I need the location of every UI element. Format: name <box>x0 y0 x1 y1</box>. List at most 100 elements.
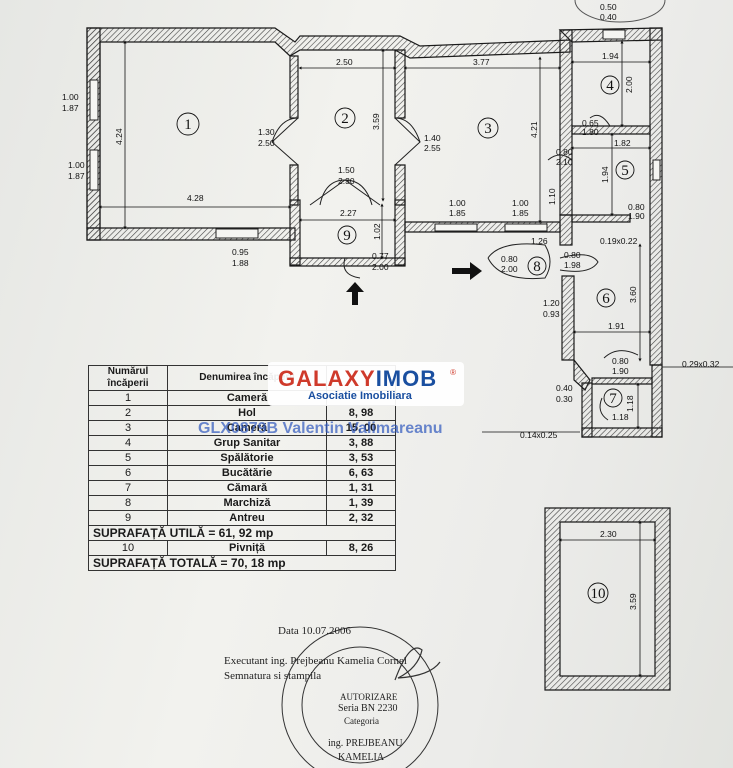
dim-text: 2.55 <box>424 143 441 153</box>
dim-text: 2.00 <box>501 264 518 274</box>
dim-text: 3.77 <box>473 57 490 67</box>
dim-text: 1.00 <box>512 198 529 208</box>
dim-text: 1.10 <box>547 188 557 205</box>
dim-text: 1.91 <box>608 321 625 331</box>
dim-text: 1.00 <box>62 92 79 102</box>
galaxyimob-logo: GALAXYIMOB ® Asociatie Imobiliara <box>268 362 464 406</box>
logo-brand-b: IMOB <box>375 366 438 391</box>
room-2-number: 2 <box>341 111 349 127</box>
dim-text: 0.40 <box>600 12 617 22</box>
dim-text: 2.27 <box>340 208 357 218</box>
dim-text: 2.30 <box>338 176 355 186</box>
dim-text: 1.50 <box>338 165 355 175</box>
dim-text: 4.21 <box>529 121 539 138</box>
room-1-number: 1 <box>184 117 192 133</box>
executant-line: Executant ing. Prejbeanu Kamelia Cornel <box>224 655 407 667</box>
stamp-text-3: Categoria <box>344 716 379 726</box>
dim-text: 0.80 <box>628 202 645 212</box>
dim-text: 1.18 <box>625 395 635 412</box>
signature-label: Semnatura si stampila <box>224 670 322 682</box>
dim-text: 0.30 <box>556 394 573 404</box>
dim-text: 2.50 <box>258 138 275 148</box>
stamp-text-5: KAMELIA <box>338 752 385 763</box>
dim-text: 1.88 <box>232 258 249 268</box>
dim-text: 1.18 <box>612 412 629 422</box>
stamp-top-seal <box>574 0 666 23</box>
dim-text: 0.77 <box>372 251 389 261</box>
dim-text: 2.30 <box>600 529 617 539</box>
dim-text: 2.50 <box>336 57 353 67</box>
room-7-number: 7 <box>609 391 617 407</box>
dim-text: 1.30 <box>258 127 275 137</box>
dim-text: 0.29x0.32 <box>682 359 720 369</box>
stamp-text-1: AUTORIZARE <box>340 692 398 702</box>
dim-text: 0.93 <box>543 309 560 319</box>
dim-text: 1.98 <box>564 260 581 270</box>
windows <box>89 29 661 239</box>
dim-text: 1.20 <box>543 298 560 308</box>
dim-text: 0.19x0.22 <box>600 236 638 246</box>
signature-mark <box>394 647 441 681</box>
dim-text: 0.80 <box>564 250 581 260</box>
dim-text: 3.60 <box>628 286 638 303</box>
dim-text: 2.00 <box>372 262 389 272</box>
stamp-text-4: ing. PREJBEANU <box>328 738 403 749</box>
dim-text: 1.87 <box>62 103 79 113</box>
dim-text: 4.24 <box>114 128 124 145</box>
dim-text: 0.14x0.25 <box>520 430 558 440</box>
dim-text: 1.80 <box>582 127 599 137</box>
dim-text: 3.59 <box>371 113 381 130</box>
doors <box>271 114 639 421</box>
room-labels <box>176 75 635 604</box>
dim-text: 1.94 <box>600 166 610 183</box>
stamp-seal <box>281 626 439 768</box>
room-8-number: 8 <box>533 259 541 275</box>
room-6-number: 6 <box>602 291 610 307</box>
room-9-number: 9 <box>343 228 351 244</box>
dim-text: 1.00 <box>68 160 85 170</box>
dim-text: 0.80 <box>556 147 573 157</box>
logo-registered-mark: ® <box>450 368 456 377</box>
dim-text: 0.80 <box>501 254 518 264</box>
dim-text: 1.26 <box>531 236 548 246</box>
dim-text: 1.94 <box>602 51 619 61</box>
room-5-number: 5 <box>621 163 629 179</box>
table-total-row: SUPRAFAȚĂ TOTALĂ = 70, 18 mp <box>88 555 396 571</box>
dim-text: 0.50 <box>600 2 617 12</box>
table-util-row: SUPRAFAȚĂ UTILĂ = 61, 92 mp <box>88 525 396 541</box>
dim-text: 1.40 <box>424 133 441 143</box>
dim-text: 1.82 <box>614 138 631 148</box>
dim-text: 2.00 <box>624 76 634 93</box>
room-3-number: 3 <box>484 121 492 137</box>
dim-text: 3.59 <box>628 593 638 610</box>
dim-text: 2.10 <box>556 157 573 167</box>
entrance-arrows <box>346 262 482 305</box>
table-header-number: Numărul încăperii <box>88 365 168 391</box>
dim-text: 1.87 <box>68 171 85 181</box>
dim-text: 1.90 <box>612 366 629 376</box>
room-10-number: 10 <box>591 586 606 602</box>
dim-text: 0.40 <box>556 383 573 393</box>
listing-watermark: GLX0879B Valentin Valimareanu <box>198 420 443 437</box>
plan-date: Data 10.07.2006 <box>278 625 352 637</box>
dim-text: 1.00 <box>449 198 466 208</box>
dim-text: 0.95 <box>232 247 249 257</box>
dim-text: 0.65 <box>582 118 599 128</box>
dim-text: 1.02 <box>372 223 382 240</box>
room-4-number: 4 <box>606 78 614 94</box>
logo-subtitle: Asociatie Imobiliara <box>308 390 412 402</box>
logo-brand-a: GALAXY <box>278 366 376 391</box>
dim-text: 1.90 <box>628 211 645 221</box>
dim-text: 1.85 <box>512 208 529 218</box>
dim-text: 1.85 <box>449 208 466 218</box>
dim-text: 4.28 <box>187 193 204 203</box>
